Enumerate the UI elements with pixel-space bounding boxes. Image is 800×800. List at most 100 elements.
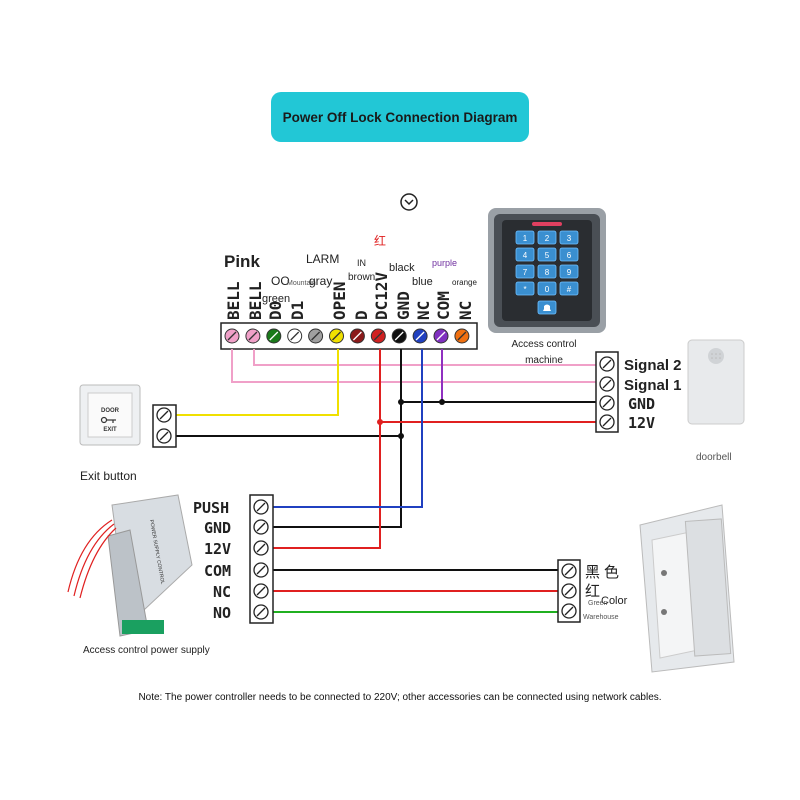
keypad-key: * [515,281,535,296]
svg-text:1: 1 [523,234,528,243]
psu-terminal-screw-2 [253,519,269,535]
psu-terminal-screw-4 [253,562,269,578]
pink-wire-signal2 [231,349,598,383]
keypad-label: Access control machine [511,339,577,366]
svg-text:4: 4 [523,251,528,260]
doorbell-terminal-screw-4 [599,414,615,430]
doorbell-label: doorbell [696,452,732,463]
label-in: IN [357,258,366,268]
svg-text:3: 3 [567,234,572,243]
term-label-nc2: NC [456,300,475,320]
terminal-screw-8 [370,328,386,344]
keypad-key: 1 [515,230,535,245]
diagram-title: Power Off Lock Connection Diagram [282,109,518,125]
label-red: 红 [374,234,387,248]
psu-terminal-screw-6 [253,604,269,620]
svg-text:6: 6 [567,251,572,260]
svg-text:*: * [523,285,526,294]
footer-note: Note: The power controller needs to be c… [138,692,662,703]
title-banner: Power Off Lock Connection Diagram [271,92,529,142]
electric-lock-device [639,504,735,673]
terminal-screw-7 [349,328,365,344]
chevron-down-icon [400,193,418,211]
psu-term-gnd: GND [204,519,232,537]
keypad-key: 8 [537,264,557,279]
keypad-key: 5 [537,247,557,262]
label-pink: Pink [224,252,260,271]
doorbell-terminal-screw-1 [599,356,615,372]
terminal-screw-12 [454,328,470,344]
svg-text:5: 5 [545,251,550,260]
exit-terminal-screw-1 [156,407,172,423]
label-black: black [389,262,415,274]
psu-term-nc: NC [213,583,232,601]
keypad-key: 3 [559,230,579,245]
exit-button-label: Exit button [80,469,137,483]
lock-terminal-screw-3 [561,603,577,619]
lock-label-red: 红 [585,582,601,600]
doorbell-device [687,339,745,425]
label-gray: gray [309,274,333,288]
terminal-screw-4 [287,328,303,344]
psu-term-no: NO [213,604,232,622]
label-blue: blue [412,276,433,288]
black-wire-exit [176,402,402,437]
label-orange: orange [452,278,477,287]
svg-text:2: 2 [545,234,550,243]
svg-text:0: 0 [545,285,550,294]
psu-term-com: COM [204,562,232,580]
red-wire-psu [273,422,381,549]
label-oo: OO [271,274,290,288]
psu-terminal-screw-3 [253,540,269,556]
bell-key [537,300,557,315]
svg-text:8: 8 [545,268,550,277]
lock-terminal-screw-2 [561,583,577,599]
terminal-screw-9 [391,328,407,344]
yellow-wire-exit [176,349,339,416]
term-label-gnd: GND [394,291,413,320]
keypad-key: 0 [537,281,557,296]
term-label-com: COM [434,291,453,320]
keypad-key: 7 [515,264,535,279]
doorbell-terminal-screw-2 [599,376,615,392]
terminal-screw-3 [266,328,282,344]
keypad-key: 6 [559,247,579,262]
black-wire-psu [273,436,402,528]
exit-plate-bottom: EXIT [103,427,117,433]
doorbell-term-signal2: Signal 2 [624,357,682,374]
power-supply-device: POWER SUPPLY CONTROL [67,494,193,637]
doorbell-terminal-screw-3 [599,395,615,411]
doorbell-term-12v: 12V [628,414,656,432]
terminal-screw-10 [412,328,428,344]
lock-terminal-screw-1 [561,563,577,579]
keypad-key: 2 [537,230,557,245]
psu-terminal-screw-5 [253,583,269,599]
pink-wire-signal1 [253,349,598,366]
exit-terminal-screw-2 [156,428,172,444]
term-label-nc1: NC [414,300,433,320]
psu-term-push: PUSH [193,499,230,517]
terminal-screw-2 [245,328,261,344]
svg-text:7: 7 [523,268,528,277]
lock-label-color: Color [601,595,628,607]
label-brown: brown [348,272,376,283]
lock-label-black: 黑色 [585,563,624,581]
doorbell-term-gnd: GND [628,395,656,413]
keypad-key: 9 [559,264,579,279]
term-label-d1: D1 [288,300,307,320]
svg-text:#: # [567,285,572,294]
label-mountain: Mountain [287,280,316,287]
terminal-screw-5 [308,328,324,344]
key-icon [100,416,116,424]
doorbell-terminal-block [595,351,619,433]
keypad-key: # [559,281,579,296]
psu-label: Access control power supply [83,645,210,656]
blue-wire-push [273,349,423,508]
label-green: green [262,293,291,305]
term-label-d: D [352,310,371,320]
exit-plate-top: DOOR [101,408,120,414]
lock-tiny-warehouse: Warehouse [583,614,619,621]
